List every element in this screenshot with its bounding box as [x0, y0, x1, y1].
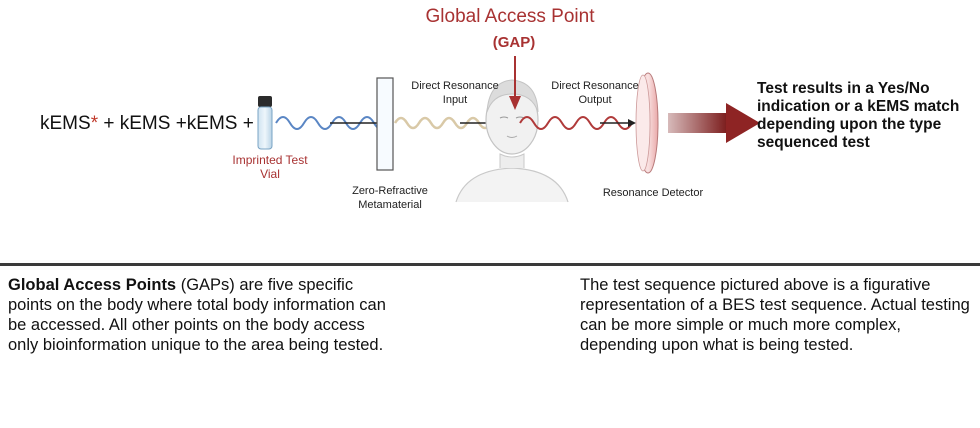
dr-input-label-line2: Input: [442, 94, 468, 106]
sequence-note-paragraph: The test sequence pictured above is a fi…: [580, 276, 970, 354]
gap-definition-text: (GAPs) are five specific points on the b…: [8, 276, 386, 354]
dr-input-label-line1: Direct Resonance: [411, 80, 499, 92]
test-sequence-diagram: [257, 56, 760, 203]
dr-output-label: Direct Resonance Output: [545, 79, 645, 107]
gap-title: Global Access Point: [425, 6, 595, 27]
result-description: Test results in a Yes/No indication or a…: [757, 80, 960, 151]
red-wave: [519, 116, 633, 130]
gap-pointer-head: [509, 96, 521, 110]
section-divider: [0, 263, 980, 266]
dr-output-label-line2: Output: [578, 94, 612, 106]
metamaterial-label: Zero-Refractive Metamaterial: [340, 184, 440, 212]
kems-formula: kEMS* + kEMS +kEMS +: [40, 113, 254, 135]
black-arrow-right-head: [628, 119, 636, 127]
vial-label-line2: Vial: [260, 167, 280, 181]
vial-label-line1: Imprinted Test: [232, 153, 308, 167]
vial-label: Imprinted Test Vial: [222, 153, 318, 181]
gap-definition-paragraph: Global Access Points (GAPs) are five spe…: [8, 275, 398, 355]
detector-label: Resonance Detector: [602, 187, 704, 199]
tan-wave: [393, 116, 505, 130]
test-vial-icon: [257, 96, 273, 150]
formula-rest: + kEMS +kEMS +: [98, 113, 254, 134]
metamaterial-panel-icon: [376, 77, 394, 171]
resonance-detector-icon: [635, 72, 659, 174]
gap-term: Global Access Points: [8, 276, 177, 294]
formula-kems: kEMS: [40, 113, 91, 134]
dr-input-label: Direct Resonance Input: [405, 79, 505, 107]
human-head-icon: [455, 79, 569, 203]
gap-abbreviation: (GAP): [492, 34, 536, 51]
metamaterial-label-line1: Zero-Refractive: [352, 185, 428, 197]
formula-star: *: [90, 113, 99, 134]
result-arrow: [668, 103, 760, 143]
dr-output-label-line1: Direct Resonance: [551, 80, 639, 92]
metamaterial-label-line2: Metamaterial: [358, 199, 422, 211]
